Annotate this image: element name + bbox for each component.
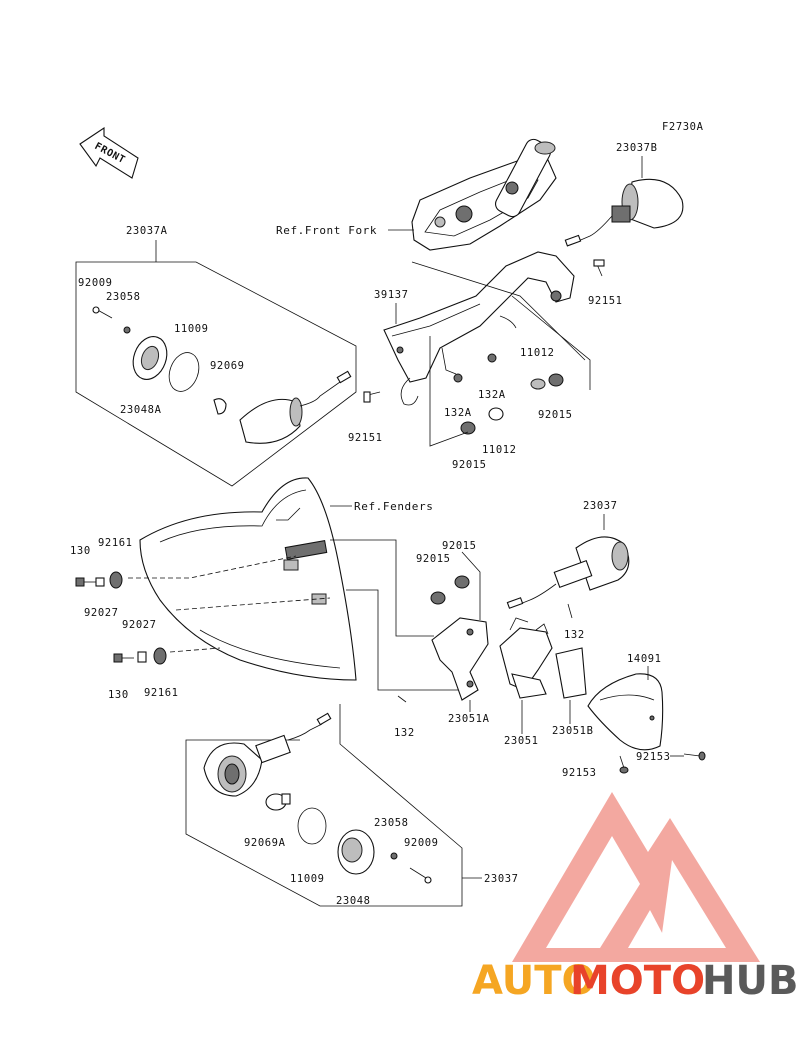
bulb-92069A [265,793,291,811]
grommet-11012-b [488,407,504,421]
label-92015-d: 92015 [416,553,451,565]
front-arrow: FRONT [79,126,139,179]
label-23037B: 23037B [616,142,658,154]
bolt-130-b [113,647,167,665]
license-bracket-14091 [587,673,664,751]
label-23051: 23051 [504,735,539,747]
label-23037A: 23037A [126,225,168,237]
label-92027-a: 92027 [84,607,119,619]
oring-11009 [297,807,327,845]
label-92161-b: 92161 [144,687,179,699]
ref-front-fork: Ref.Front Fork [276,224,377,237]
grommet-11012-a [530,378,546,390]
label-132A-b: 132A [444,407,472,419]
bolt-132-a [567,603,573,619]
label-132-a: 132 [564,629,585,641]
label-23051B: 23051B [552,725,594,737]
label-11012-b: 11012 [482,444,517,456]
label-23037: 23037 [583,500,618,512]
label-23037-b: 23037 [484,873,519,885]
label-92009-a: 92009 [78,277,113,289]
label-23048A: 23048A [120,404,162,416]
label-14091: 14091 [627,653,662,665]
bracket-23051 [499,617,553,699]
plate-23051B [555,647,587,699]
turn-signal-front-right [564,178,684,247]
screw-92009 [409,867,427,879]
label-92027-b: 92027 [122,619,157,631]
label-92153-a: 92153 [636,751,671,763]
label-23058-a: 23058 [106,291,141,303]
bracket-39137 [383,251,575,406]
label-130-b: 130 [108,689,129,701]
turn-signal-front-left [92,306,352,444]
automotohub-wordmark: AUTO MOTO HUB [472,958,798,1004]
label-92015-a: 92015 [538,409,573,421]
label-132A-a: 132A [478,389,506,401]
nut-92015-a [548,373,564,387]
label-92161-a: 92161 [98,537,133,549]
label-92151-a: 92151 [348,432,383,444]
nut-132A-a [487,353,497,363]
bracket-23051A [431,617,489,701]
front-fender [139,477,357,681]
label-92151-b: 92151 [588,295,623,307]
screw-92153-b [619,755,629,774]
label-130-a: 130 [70,545,91,557]
nut-92015-c [454,575,470,589]
label-23051A: 23051A [448,713,490,725]
bolt-132-b [397,695,407,703]
label-11009-b: 11009 [290,873,325,885]
label-23048: 23048 [336,895,371,907]
screw-92153-a [683,751,706,761]
washer-23058 [390,852,398,860]
label-11012-a: 11012 [520,347,555,359]
figure-code: F2730A [662,121,704,133]
turn-signal-rear-right [506,536,630,609]
bolt-130-a [75,571,123,589]
nut-92015-d [430,591,446,605]
label-92015-c: 92015 [442,540,477,552]
label-92015-b: 92015 [452,459,487,471]
label-132-b: 132 [394,727,415,739]
wordmark-hub: HUB [702,958,798,1004]
label-92069A: 92069A [244,837,286,849]
label-23058-b: 23058 [374,817,409,829]
turn-signal-rear-left [203,712,332,797]
label-39137: 39137 [374,289,409,301]
label-92009-b: 92009 [404,837,439,849]
lens-23048 [337,829,375,875]
nut-132A-b [453,373,463,383]
wordmark-moto: MOTO [570,958,705,1004]
label-92069: 92069 [210,360,245,372]
label-92153-b: 92153 [562,767,597,779]
front-fork-assembly [411,138,557,251]
ref-fenders: Ref.Fenders [354,500,433,513]
wordmark-auto: AUTO [472,958,596,1004]
automotohub-logo [512,792,760,962]
nut-92015-b [460,421,476,435]
label-11009-a: 11009 [174,323,209,335]
